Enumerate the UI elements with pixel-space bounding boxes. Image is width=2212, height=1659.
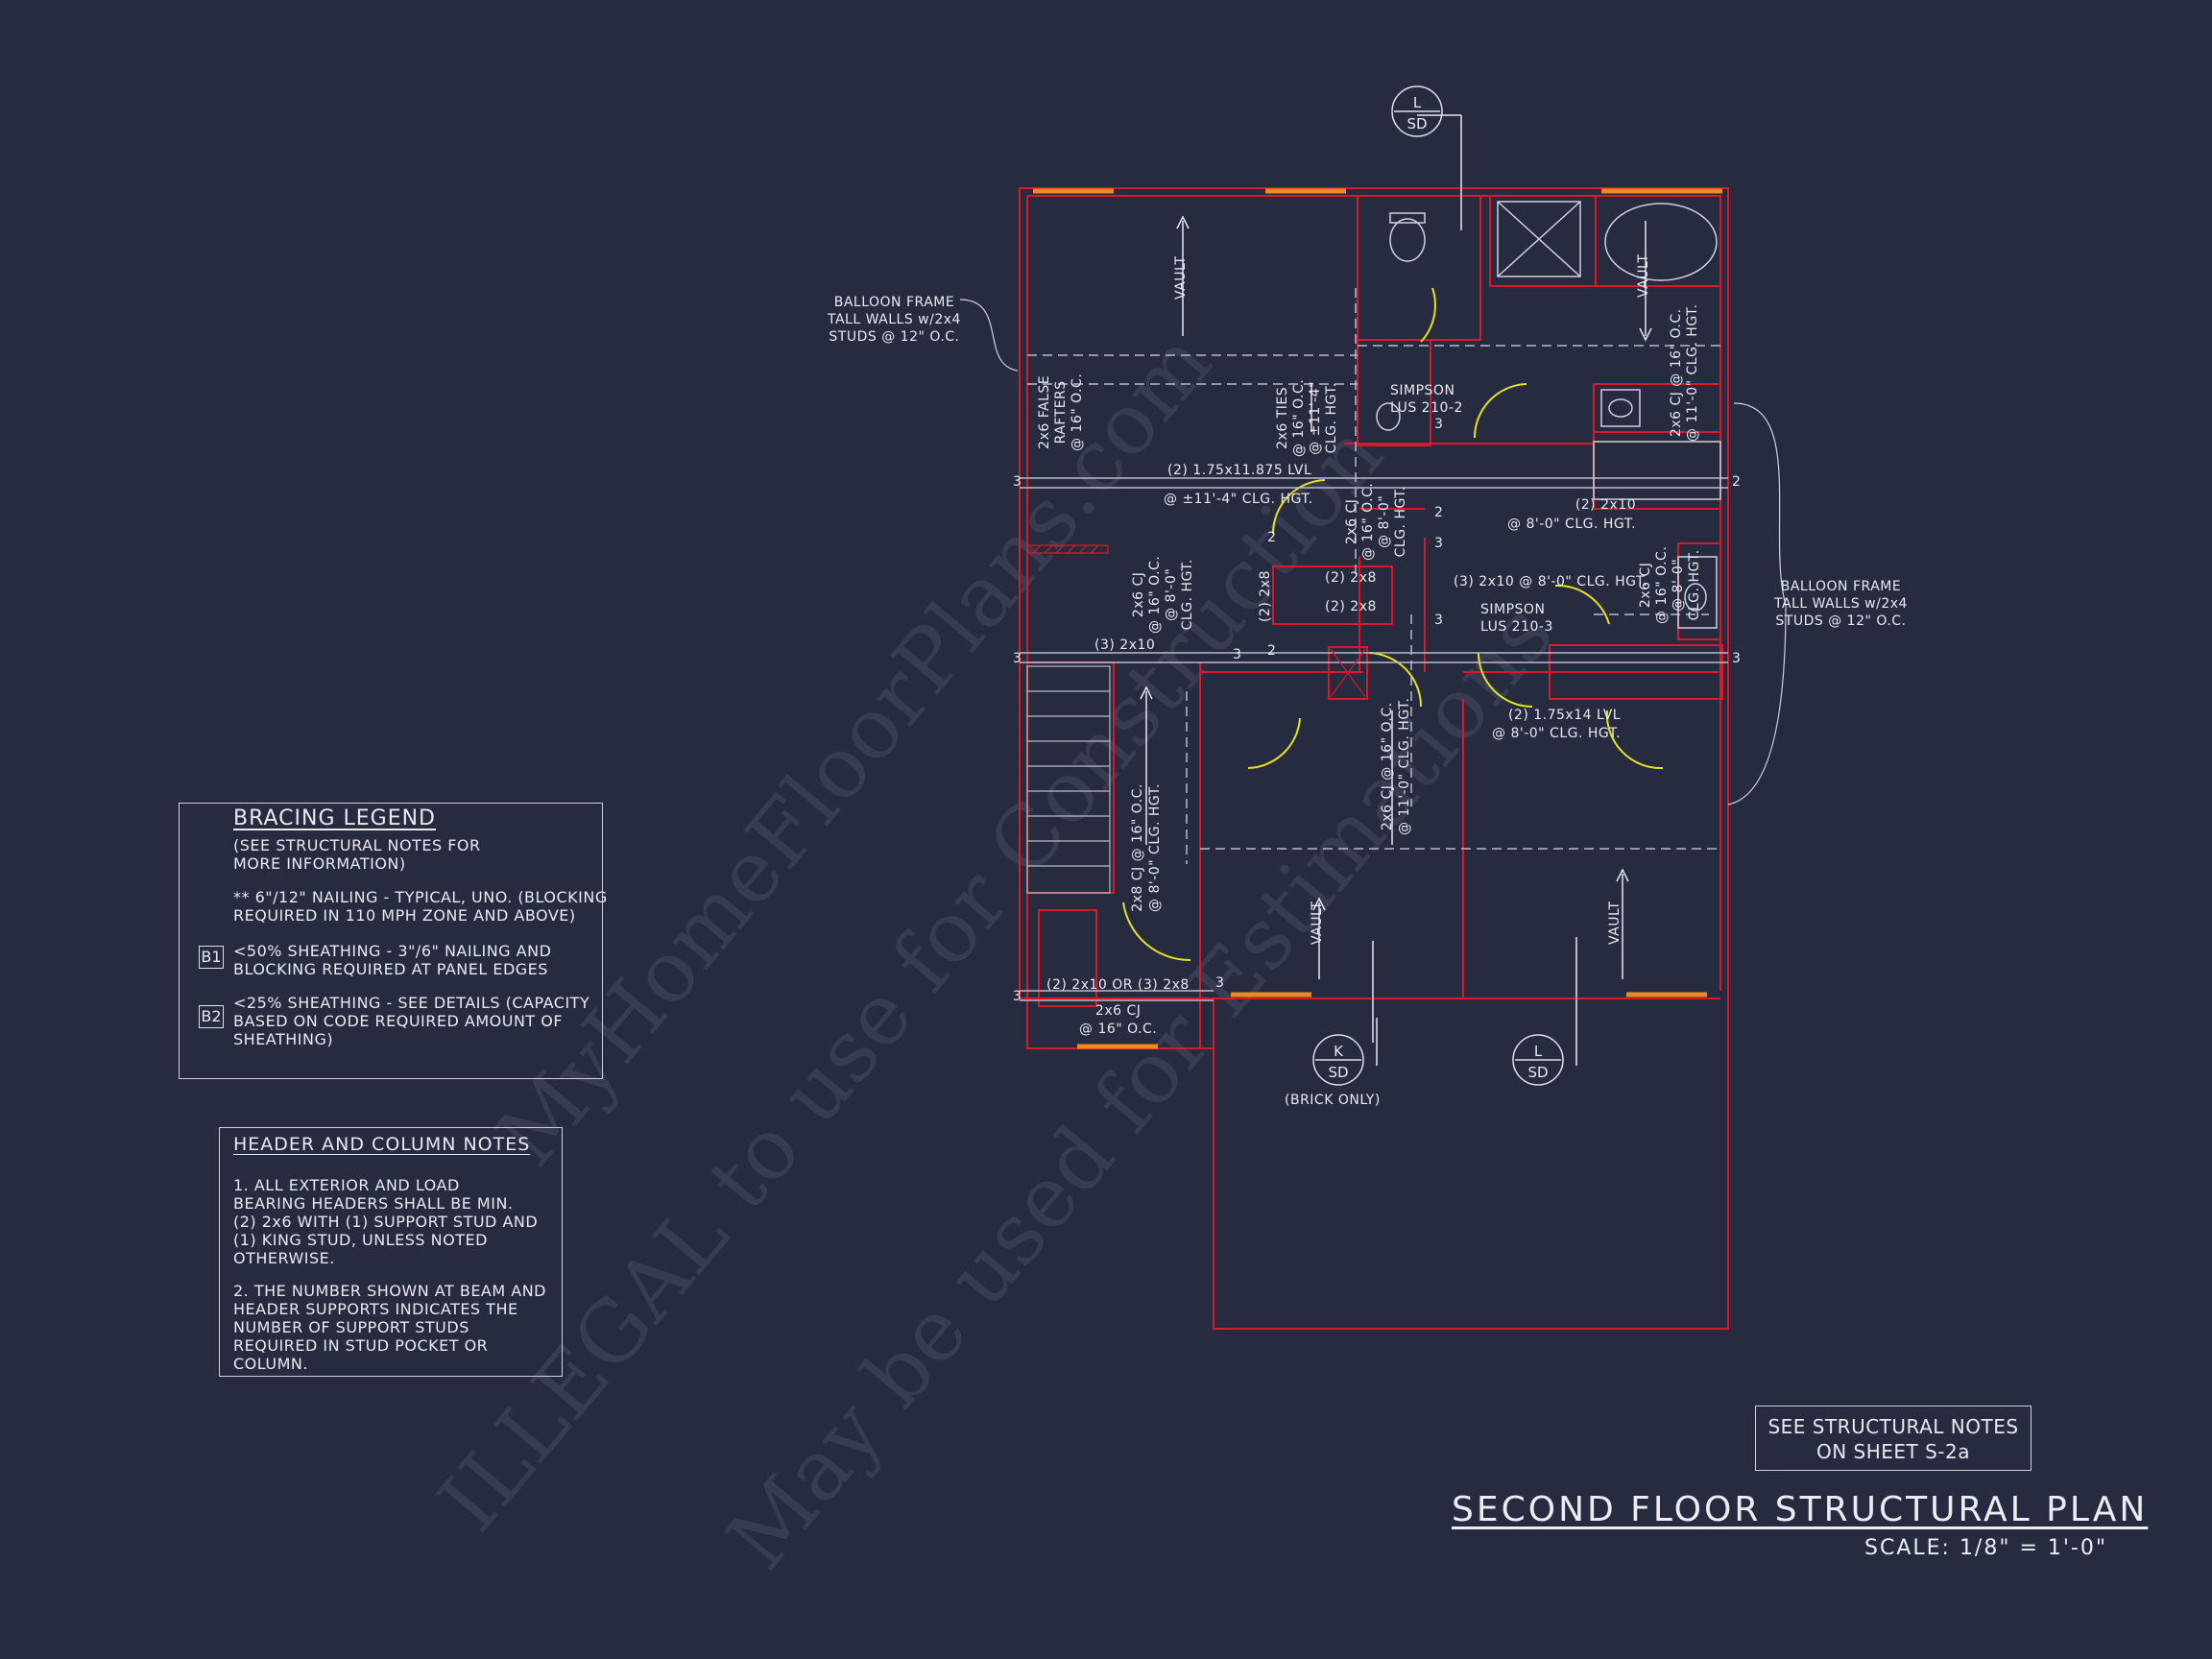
callout-simpson-2: SIMPSON LUS 210-3 [1480,602,1553,635]
num-3h: 3 [1233,647,1241,662]
page-title: SECOND FLOOR STRUCTURAL PLAN [1452,1490,2149,1529]
label-hdr-2x8-c: (2) 2x8 [1258,570,1273,622]
bracing-legend-title: BRACING LEGEND [233,806,437,830]
callout-simpson-1: SIMPSON LUS 210-2 [1390,383,1463,416]
header-notes-title: HEADER AND COLUMN NOTES [233,1134,531,1155]
label-hdr-2x8-b: (2) 2x8 [1325,599,1377,614]
bracing-legend-item-2: <50% SHEATHING - 3"/6" NAILING AND BLOCK… [233,942,552,978]
label-vault-4: VAULT [1607,902,1623,945]
callout-balloon-right: BALLOON FRAME TALL WALLS w/2x4 STUDS @ 1… [1774,579,1908,629]
header-note-1: 1. ALL EXTERIOR AND LOAD BEARING HEADERS… [233,1176,539,1267]
num-2a: 2 [1732,474,1741,490]
section-marker-2-top: K [1334,1043,1344,1060]
num-3i: 3 [1434,613,1443,628]
section-marker-3-top: L [1534,1043,1543,1060]
drawing-scale: SCALE: 1/8" = 1'-0" [1864,1536,2107,1560]
exterior-wall [1019,187,1729,1330]
label-hdr-2x10-top: (2) 2x10 @ 8'-0" CLG. HGT. [1507,497,1637,532]
label-hdr-bottom: (2) 2x10 OR (3) 2x8 [1046,977,1190,993]
section-marker-3-bottom: SD [1527,1064,1548,1081]
header-column-notes: HEADER AND COLUMN NOTES 1. ALL EXTERIOR … [219,1127,563,1377]
label-vault-1: VAULT [1173,256,1189,300]
num-2b: 2 [1267,530,1276,545]
label-ties: 2x6 TIES @ 16" O.C. @ ±11'-4" CLG. HGT. [1275,378,1339,457]
label-brick-only: (BRICK ONLY) [1285,1093,1381,1108]
label-cj-hall: 2x6 CJ @ 16" O.C. @ 8'-0" CLG. HGT. [1344,482,1408,561]
bracing-legend-item-3: <25% SHEATHING - SEE DETAILS (CAPACITY B… [233,994,590,1048]
num-2c: 2 [1267,643,1276,659]
label-cj-right-top: 2x6 CJ @ 16" O.C. @ 11'-0" CLG. HGT. [1669,303,1700,442]
num-3f: 3 [1434,417,1443,432]
label-cj-stair: 2x8 CJ @ 16" O.C. @ 8'-0" CLG. HGT. [1130,782,1163,912]
label-lvl-top: (2) 1.75x11.875 LVL [1167,463,1311,478]
section-marker-1-top: L [1413,94,1422,111]
bracing-legend-subtitle: (SEE STRUCTURAL NOTES FOR MORE INFORMATI… [233,836,481,873]
num-3b: 3 [1013,651,1022,666]
label-cj-center: 2x6 CJ @ 16" O.C. @ 11'-0" CLG. HGT. [1380,697,1412,835]
label-cj-right-mid: 2x6 CJ @ 16" O.C. @ 8'-0" CLG. HGT. [1638,545,1702,624]
num-3c: 3 [1732,651,1741,666]
label-hdr-2x8-a: (2) 2x8 [1325,570,1377,586]
structural-notes-text: SEE STRUCTURAL NOTES ON SHEET S-2a [1767,1415,2019,1463]
label-vault-2: VAULT [1636,254,1651,298]
header-note-2: 2. THE NUMBER SHOWN AT BEAM AND HEADER S… [233,1282,546,1373]
num-3a: 3 [1013,474,1022,490]
bracing-tag-b1: B1 [199,946,224,969]
num-3d: 3 [1013,989,1022,1004]
label-cj-mid: 2x6 CJ @ 16" O.C. @ 8'-0" CLG. HGT. [1131,555,1195,634]
label-lvl-top-hgt: @ ±11'-4" CLG. HGT. [1164,492,1313,507]
structural-notes-ref: SEE STRUCTURAL NOTES ON SHEET S-2a [1755,1406,2032,1471]
label-hdr-3-2x10: (3) 2x10 @ 8'-0" CLG. HGT. [1454,574,1647,589]
callout-balloon-left: BALLOON FRAME TALL WALLS w/2x4 STUDS @ 1… [828,295,961,345]
label-vault-3: VAULT [1310,902,1325,945]
label-false-rafters: 2x6 FALSE RAFTERS @ 16" O.C. [1037,373,1085,451]
num-2d: 2 [1434,505,1443,520]
bracing-legend-item-1: ** 6"/12" NAILING - TYPICAL, UNO. (BLOCK… [233,888,608,925]
section-marker-1-bottom: SD [1407,115,1427,132]
label-hdr-3-2x10-mid: (3) 2x10 [1094,637,1155,653]
num-3e: 3 [1215,975,1224,991]
section-marker-2-bottom: SD [1328,1064,1348,1081]
label-cj-bottom: 2x6 CJ @ 16" O.C. [1079,1003,1158,1037]
label-lvl-mid: (2) 1.75x14 LVL @ 8'-0" CLG. HGT. [1492,708,1622,741]
bracing-tag-b2: B2 [199,1005,224,1028]
bracing-legend: BRACING LEGEND (SEE STRUCTURAL NOTES FOR… [179,803,607,1079]
num-3g: 3 [1434,536,1443,551]
